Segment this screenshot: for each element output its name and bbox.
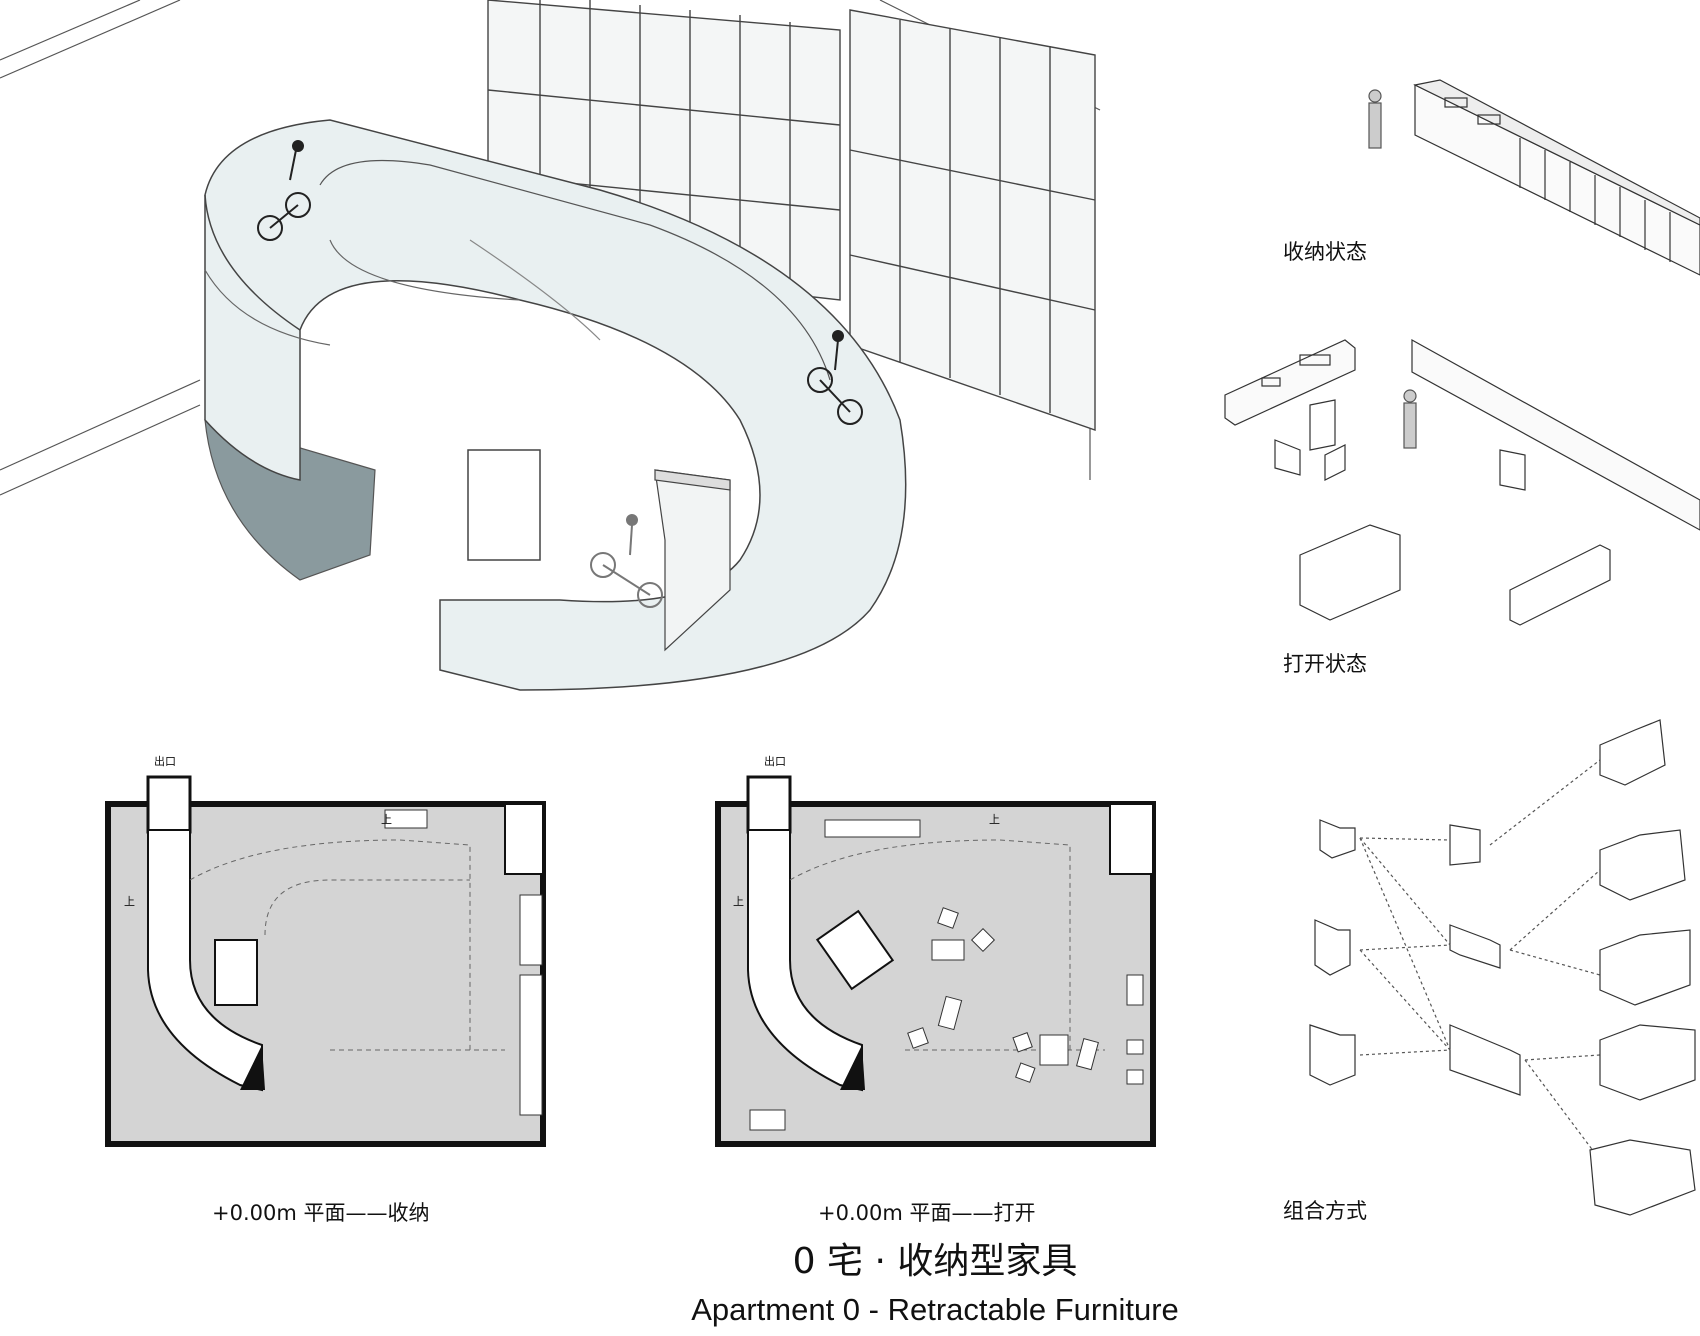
chair xyxy=(1309,399,1336,451)
kitchen-counter xyxy=(1224,339,1356,426)
combination-diagram xyxy=(1309,719,1696,1216)
plan-stored xyxy=(105,775,546,1147)
plan-stored-caption: +0.00m 平面——收纳 xyxy=(212,1201,430,1225)
human-figure-icon xyxy=(1368,89,1382,149)
coffee-table xyxy=(931,939,965,961)
stair-up-label: 上 xyxy=(733,895,744,908)
chair xyxy=(1319,819,1356,859)
cyclist-icon xyxy=(590,514,663,608)
piano xyxy=(815,909,895,991)
stored-state-diagram xyxy=(1368,79,1700,276)
chair xyxy=(1274,439,1301,476)
dark-base xyxy=(204,419,376,581)
exit-label: 出口 xyxy=(154,755,176,768)
dining-table xyxy=(1509,544,1611,626)
desk xyxy=(1449,924,1501,969)
piano xyxy=(214,939,258,1006)
isometric-view xyxy=(0,0,1101,691)
chair-combo xyxy=(1599,829,1686,901)
human-figure-icon xyxy=(1403,389,1417,449)
desk xyxy=(749,1109,786,1131)
dining-table xyxy=(1039,1034,1069,1066)
open-state-label: 打开状态 xyxy=(1283,652,1367,676)
combination-label: 组合方式 xyxy=(1283,1199,1367,1223)
cyclist-icon xyxy=(257,140,311,241)
stair-up-label: 上 xyxy=(381,813,392,826)
chair xyxy=(1076,1038,1099,1071)
cyclist-icon xyxy=(807,330,863,425)
chair xyxy=(1015,1062,1036,1083)
chair-combo xyxy=(1599,719,1666,786)
stair-up-label: 上 xyxy=(989,813,1000,826)
kitchen-counter xyxy=(824,819,921,838)
desk xyxy=(1449,1024,1521,1096)
stored-state-label: 收纳状态 xyxy=(1283,240,1367,264)
title-chinese: 0 宅 · 收纳型家具 xyxy=(792,1241,1078,1282)
chair xyxy=(1314,919,1351,976)
chair-combo xyxy=(1599,929,1691,1006)
open-state-diagram xyxy=(1224,338,1700,626)
chair xyxy=(1499,449,1526,491)
dining-table xyxy=(1299,524,1401,621)
window-opening xyxy=(467,449,541,561)
plan-open-caption: +0.00m 平面——打开 xyxy=(818,1201,1036,1225)
chair xyxy=(937,995,963,1031)
chair-combo xyxy=(1599,1024,1696,1101)
desk xyxy=(1449,824,1481,866)
exit-label: 出口 xyxy=(764,755,786,768)
chair xyxy=(1324,444,1346,481)
sofa xyxy=(1309,1024,1356,1086)
stair-up-label: 上 xyxy=(124,895,135,908)
chair xyxy=(970,927,996,953)
chair xyxy=(907,1027,929,1049)
chair-combo xyxy=(1589,1139,1696,1216)
chair xyxy=(1012,1032,1033,1053)
plan-open xyxy=(715,775,1156,1147)
chair xyxy=(937,907,959,929)
title-english: Apartment 0 - Retractable Furniture xyxy=(691,1292,1179,1327)
